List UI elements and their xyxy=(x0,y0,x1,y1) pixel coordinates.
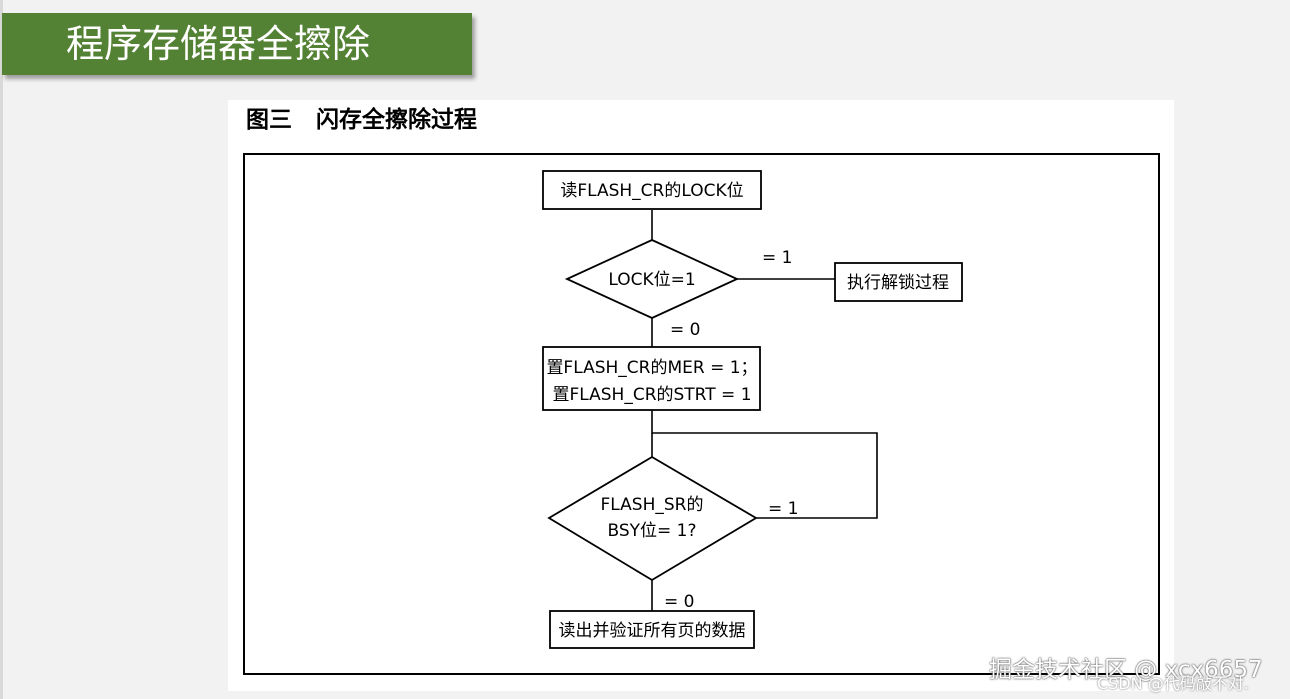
slide-left-edge xyxy=(0,0,3,699)
edge-label-lock-eq0: = 0 xyxy=(670,320,700,340)
flowchart-frame xyxy=(243,153,1160,675)
text-bsy-line2: BSY位= 1? xyxy=(607,521,696,541)
text-verify: 读出并验证所有页的数据 xyxy=(559,621,746,641)
flowchart: 读FLASH_CR的LOCK位 LOCK位=1 执行解锁过程 置FLASH_CR… xyxy=(243,153,1160,675)
watermark-main: 掘金技术社区 @ xcx6657 xyxy=(989,657,1263,683)
connectors xyxy=(651,210,878,611)
text-read-lock: 读FLASH_CR的LOCK位 xyxy=(560,181,743,201)
title-banner: 程序存储器全擦除 xyxy=(2,13,472,75)
slide-title: 程序存储器全擦除 xyxy=(66,22,371,66)
figure-panel: 图三 闪存全擦除过程 读FLASH_CR的LOCK位 LOCK位=1 执行解锁过… xyxy=(228,100,1174,691)
watermark-sub: CSDN @代码敲不对. xyxy=(1097,674,1249,693)
edge-label-bsy-eq1: = 1 xyxy=(768,499,798,519)
text-set-mer: 置FLASH_CR的MER = 1； xyxy=(546,358,757,378)
decision-lock xyxy=(564,239,740,319)
text-bsy-line1: FLASH_SR的 xyxy=(601,495,704,515)
text-set-strt: 置FLASH_CR的STRT = 1 xyxy=(552,385,751,405)
box-set-mer-strt xyxy=(542,346,761,411)
connector-bsy-loop xyxy=(651,410,878,519)
edge-label-lock-eq1: = 1 xyxy=(762,248,792,268)
box-unlock xyxy=(834,262,963,302)
box-verify xyxy=(549,610,755,649)
box-read-lock xyxy=(542,170,762,210)
decision-bsy xyxy=(547,455,758,582)
text-decision-lock: LOCK位=1 xyxy=(608,270,695,290)
figure-caption: 图三 闪存全擦除过程 xyxy=(246,107,478,133)
text-unlock: 执行解锁过程 xyxy=(847,273,949,293)
edge-label-bsy-eq0: = 0 xyxy=(664,592,694,612)
